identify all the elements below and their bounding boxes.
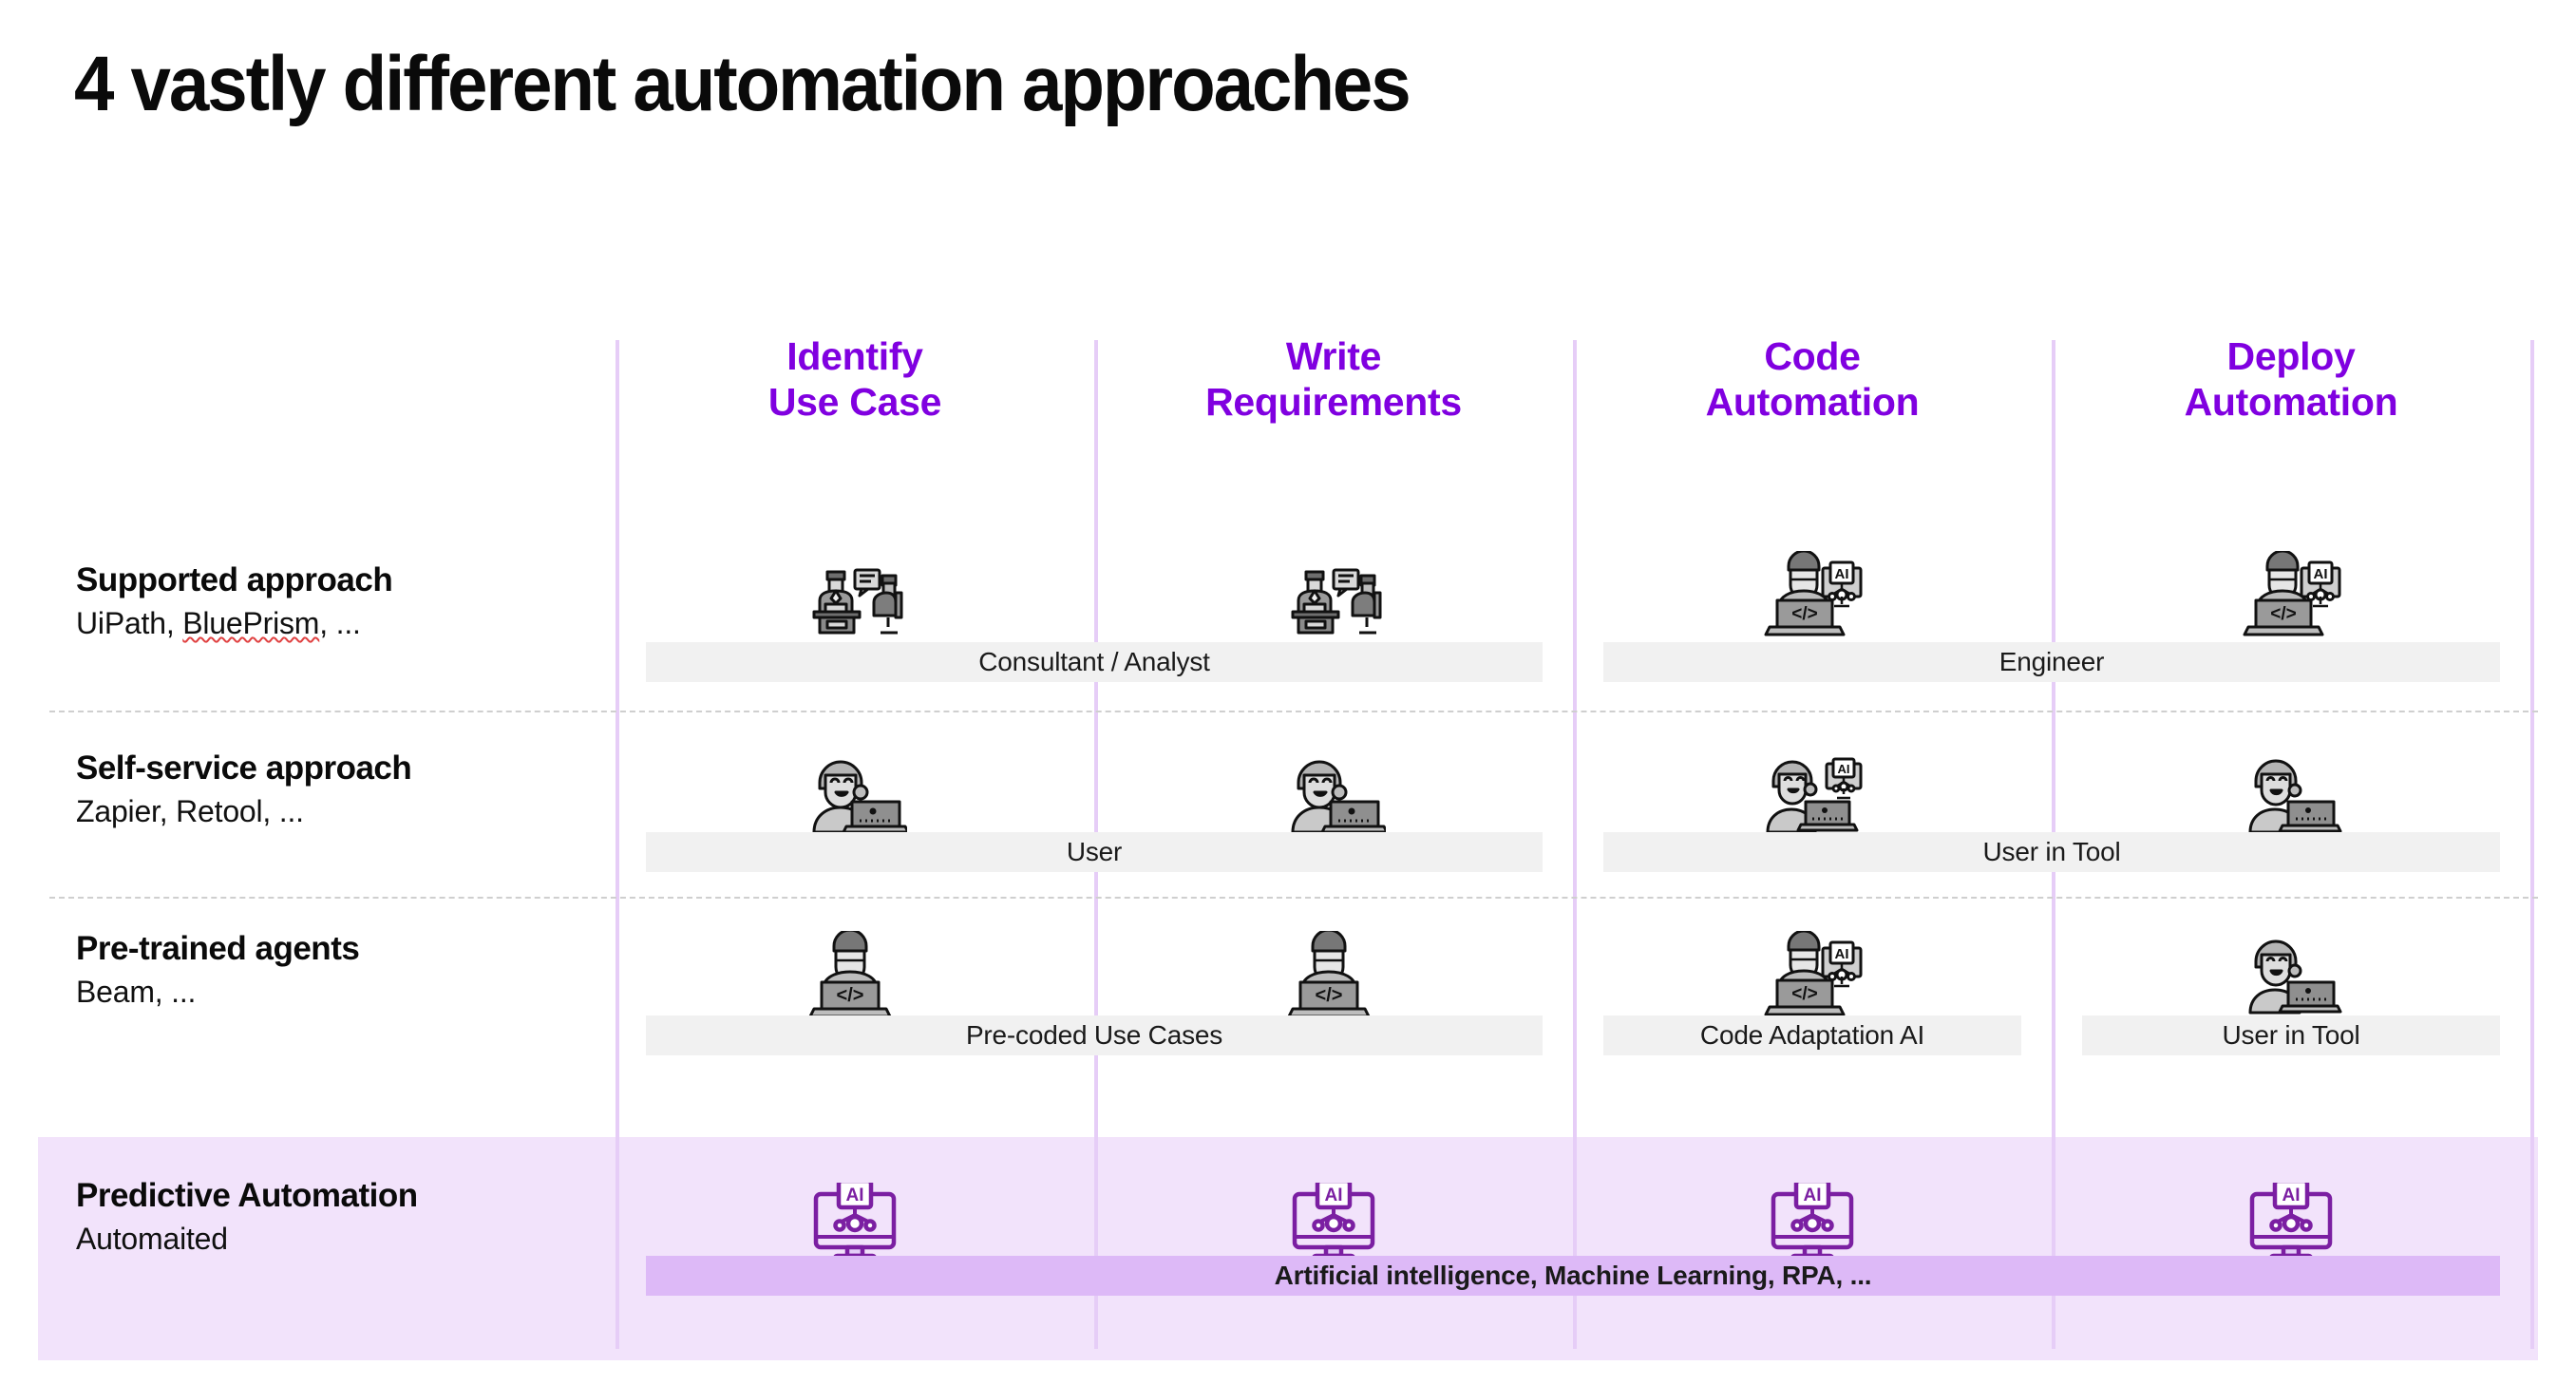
row-separator-2 — [49, 897, 2538, 899]
svg-text:AI: AI — [1835, 566, 1849, 582]
svg-text:AI: AI — [1804, 1186, 1822, 1205]
engineer-ai-icon: AI </> — [2239, 551, 2343, 638]
row-title: Predictive Automation — [76, 1177, 418, 1214]
user-laptop-icon — [1281, 750, 1386, 838]
row-subtitle: UiPath, BluePrism, ... — [76, 604, 589, 642]
ai-monitor-icon: AI — [803, 1183, 907, 1270]
row-label-self-service-approach: Self-service approach Zapier, Retool, ..… — [76, 749, 589, 830]
svg-text:AI: AI — [1838, 762, 1850, 776]
column-separator-3 — [1573, 340, 1577, 1349]
column-header-line1: Identify — [786, 334, 923, 378]
role-bar-label: User in Tool — [2222, 1020, 2360, 1050]
column-header-line1: Deploy — [2226, 334, 2356, 378]
role-bar-code-adaptation-ai: Code Adaptation AI — [1603, 1015, 2021, 1055]
row-subtitle: Zapier, Retool, ... — [76, 792, 589, 830]
column-header-deploy-automation: Deploy Automation — [2134, 334, 2448, 425]
row-subtitle-pre: Zapier, Retool, ... — [76, 794, 304, 828]
svg-text:</>: </> — [1316, 985, 1343, 1006]
predictive-automation-highlight-band — [38, 1137, 2538, 1360]
row-label-predictive-automation: Predictive Automation Automaited — [76, 1176, 589, 1258]
column-header-line1: Code — [1764, 334, 1861, 378]
svg-text:</>: </> — [1791, 984, 1817, 1004]
column-header-identify-use-case: Identify Use Case — [698, 334, 1012, 425]
consultation-desk-icon — [803, 551, 907, 638]
row-subtitle-pre: Automaited — [76, 1222, 228, 1256]
user-laptop-icon — [803, 750, 907, 838]
row-label-pre-trained-agents: Pre-trained agents Beam, ... — [76, 929, 589, 1011]
coder-laptop-icon: </> — [803, 931, 907, 1018]
column-header-code-automation: Code Automation — [1656, 334, 1969, 425]
row-subtitle: Beam, ... — [76, 973, 589, 1011]
coder-laptop-icon: </> — [1281, 931, 1386, 1018]
column-separator-5 — [2530, 340, 2534, 1349]
svg-text:AI: AI — [2314, 566, 2328, 582]
row-subtitle-pre: Beam, ... — [76, 975, 197, 1009]
svg-text:AI: AI — [846, 1186, 864, 1205]
role-bar-label: User in Tool — [1982, 837, 2121, 866]
column-header-line2: Requirements — [1205, 379, 1462, 424]
row-label-supported-approach: Supported approach UiPath, BluePrism, ..… — [76, 560, 589, 642]
column-header-line2: Automation — [1705, 379, 1920, 424]
row-subtitle-misspelled: BluePrism — [182, 606, 320, 640]
row-separator-1 — [49, 711, 2538, 712]
ai-monitor-icon: AI — [1760, 1183, 1865, 1270]
role-bar-engineer: Engineer — [1603, 642, 2500, 682]
row-title: Self-service approach — [76, 749, 412, 787]
svg-text:AI: AI — [1835, 946, 1849, 962]
row-subtitle: Automaited — [76, 1220, 589, 1258]
svg-text:AI: AI — [1325, 1186, 1343, 1205]
role-bar-label: Consultant / Analyst — [978, 647, 1210, 676]
svg-text:AI: AI — [2282, 1186, 2301, 1205]
page-title: 4 vastly different automation approaches — [74, 41, 1411, 127]
column-header-line2: Automation — [2184, 379, 2398, 424]
column-header-write-requirements: Write Requirements — [1177, 334, 1490, 425]
role-bar-label: Engineer — [1998, 647, 2105, 676]
engineer-ai-icon: AI </> — [1760, 551, 1865, 638]
svg-text:</>: </> — [2270, 604, 2296, 624]
role-bar-consultant-analyst: Consultant / Analyst — [646, 642, 1543, 682]
role-bar-label: User — [1066, 837, 1123, 866]
role-bar-label: Code Adaptation AI — [1699, 1020, 1925, 1050]
role-bar-user-in-tool: User in Tool — [1603, 832, 2500, 872]
user-tool-ai-icon: AI — [1760, 750, 1865, 838]
user-tool-icon — [2239, 931, 2343, 1018]
row-subtitle-post: , ... — [319, 606, 361, 640]
row-title: Supported approach — [76, 561, 393, 598]
user-tool-icon — [2239, 750, 2343, 838]
role-bar-user: User — [646, 832, 1543, 872]
ai-monitor-icon: AI — [1281, 1183, 1386, 1270]
column-separator-1 — [616, 340, 619, 1349]
role-bar-label: Artificial intelligence, Machine Learnin… — [1274, 1261, 1872, 1290]
consultation-desk-icon — [1281, 551, 1386, 638]
role-bar-ai-ml-rpa: Artificial intelligence, Machine Learnin… — [646, 1256, 2500, 1296]
row-subtitle-pre: UiPath, — [76, 606, 183, 640]
column-header-line1: Write — [1285, 334, 1382, 378]
svg-text:</>: </> — [1791, 604, 1817, 624]
svg-text:</>: </> — [837, 985, 864, 1006]
role-bar-user-in-tool: User in Tool — [2082, 1015, 2500, 1055]
column-header-line2: Use Case — [767, 379, 942, 424]
engineer-ai-icon: AI </> — [1760, 931, 1865, 1018]
role-bar-label: Pre-coded Use Cases — [965, 1020, 1223, 1050]
row-title: Pre-trained agents — [76, 930, 360, 967]
role-bar-pre-coded-use-cases: Pre-coded Use Cases — [646, 1015, 1543, 1055]
